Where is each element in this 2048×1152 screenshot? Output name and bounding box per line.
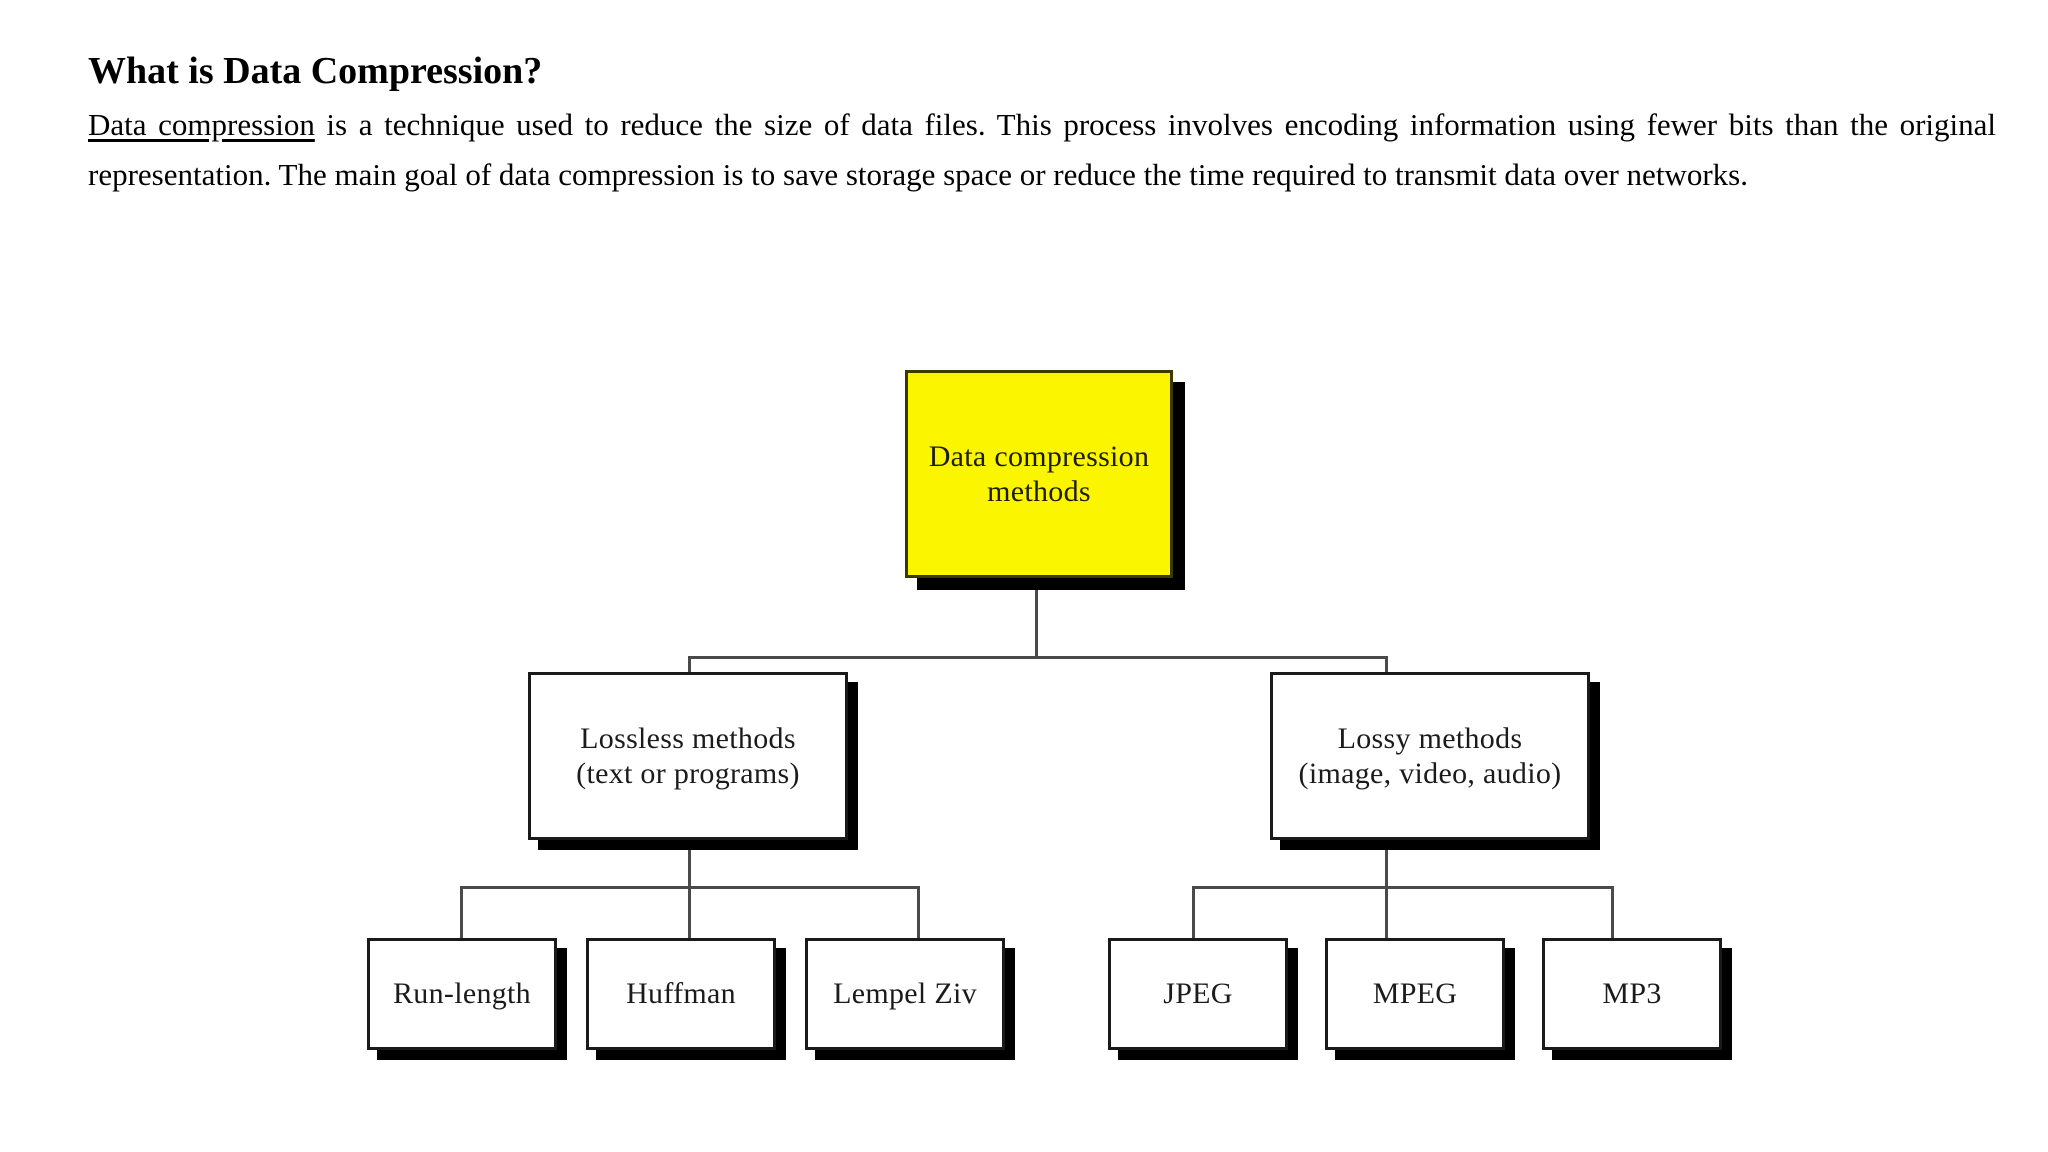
node-run-length[interactable]: Run-length	[367, 938, 557, 1050]
node-lossy-label-line1: Lossy methods	[1337, 721, 1523, 755]
node-lossless-label-line1: Lossless methods	[580, 721, 796, 755]
node-mpeg-label: MPEG	[1372, 977, 1458, 1011]
connector-lossless-to-runlength	[460, 886, 463, 938]
node-lempel-ziv[interactable]: Lempel Ziv	[805, 938, 1005, 1050]
article-block: What is Data Compression? Data compressi…	[88, 48, 1996, 200]
node-mp3[interactable]: MP3	[1542, 938, 1722, 1050]
connector-lossy-stem	[1385, 840, 1388, 938]
node-root-label: Data compression methods	[929, 439, 1150, 510]
connector-lossless-bar	[460, 886, 920, 889]
node-run-length-label: Run-length	[393, 977, 531, 1011]
connector-lossy-to-mp3	[1611, 886, 1614, 938]
node-lossless-methods[interactable]: Lossless methods (text or programs)	[528, 672, 848, 840]
connector-lossy-to-jpeg	[1192, 886, 1195, 938]
node-lempel-ziv-label: Lempel Ziv	[833, 977, 977, 1011]
connector-lossless-stem	[688, 840, 691, 938]
node-root-label-line1: Data compression	[928, 439, 1150, 473]
connector-lossy-bar	[1192, 886, 1614, 889]
node-data-compression-methods[interactable]: Data compression methods	[905, 370, 1173, 578]
data-compression-link[interactable]: Data compression	[88, 107, 315, 142]
node-lossless-label: Lossless methods (text or programs)	[576, 721, 800, 792]
node-jpeg[interactable]: JPEG	[1108, 938, 1288, 1050]
node-lossy-methods[interactable]: Lossy methods (image, video, audio)	[1270, 672, 1590, 840]
node-jpeg-label: JPEG	[1163, 977, 1233, 1011]
connector-root-bar	[688, 656, 1388, 659]
node-lossy-label: Lossy methods (image, video, audio)	[1299, 721, 1562, 792]
data-compression-tree-diagram: Data compression methods Lossless method…	[0, 330, 2048, 1120]
node-mpeg[interactable]: MPEG	[1325, 938, 1505, 1050]
node-huffman-label: Huffman	[626, 977, 736, 1011]
page-title: What is Data Compression?	[88, 50, 543, 92]
node-root-label-line2: methods	[987, 475, 1091, 508]
article-paragraph: Data compression is a technique used to …	[88, 100, 1996, 200]
node-lossy-label-line2: (image, video, audio)	[1298, 757, 1562, 790]
node-huffman[interactable]: Huffman	[586, 938, 776, 1050]
node-mp3-label: MP3	[1602, 977, 1662, 1011]
connector-lossless-to-lempelziv	[917, 886, 920, 938]
connector-root-stem	[1035, 578, 1038, 656]
article-paragraph-text: is a technique used to reduce the size o…	[88, 107, 1996, 192]
node-lossless-label-line2: (text or programs)	[576, 757, 800, 790]
